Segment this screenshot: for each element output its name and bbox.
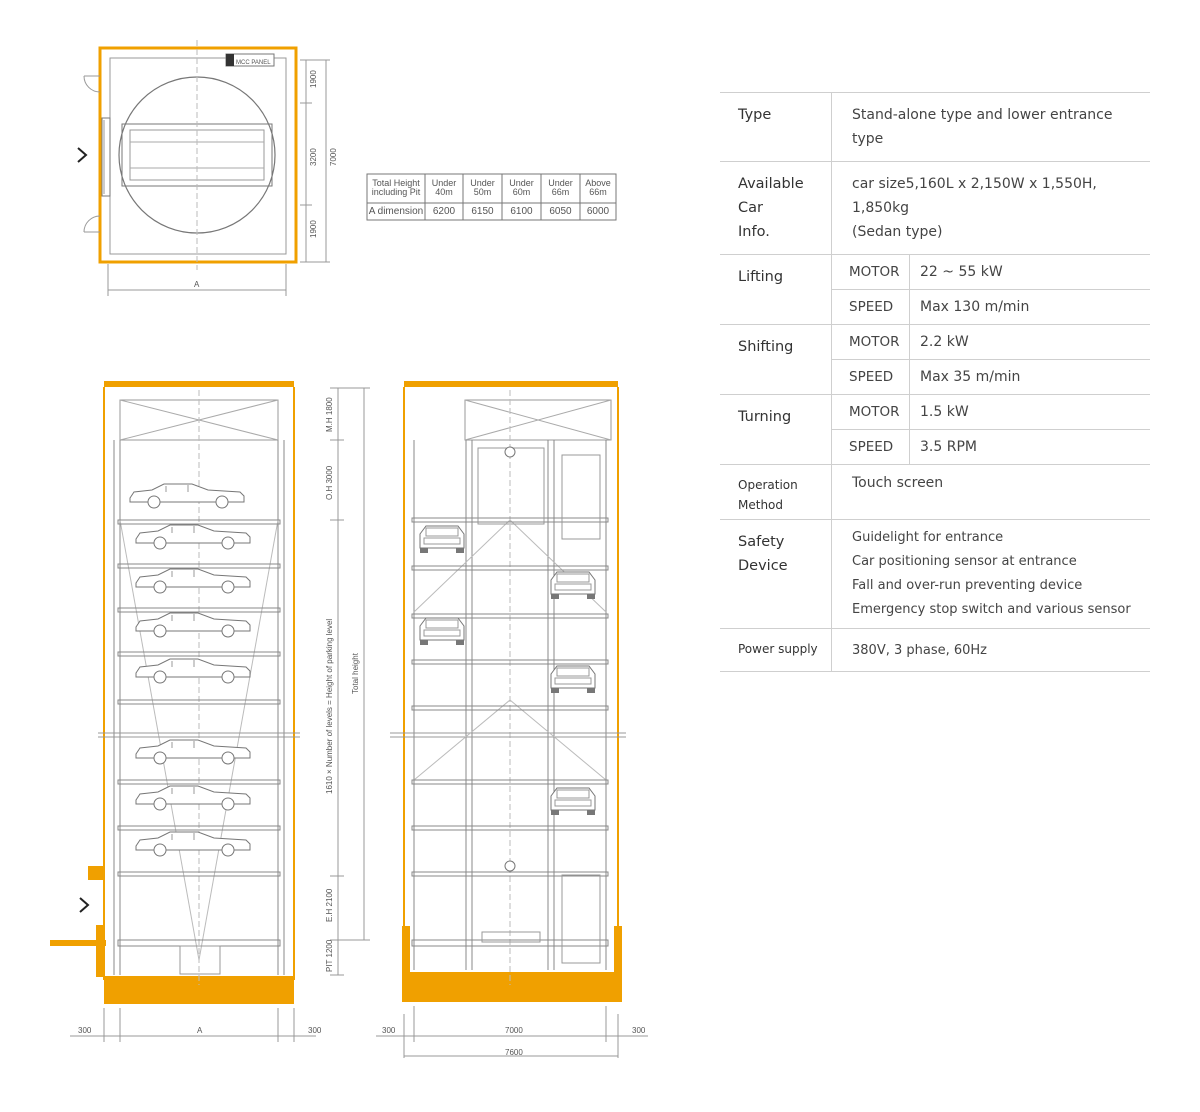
height-row-2: 6150: [471, 206, 494, 217]
mcc-panel-label: MCC PANEL: [236, 60, 271, 66]
spec-row-safety: Safety Device Guidelight for entrance Ca…: [720, 519, 1150, 629]
spec-row-operation: Operation Method Touch screen: [720, 464, 1150, 520]
spec-turning-motor-value: 1.5 kW: [909, 394, 1150, 430]
dim-side-right: 300: [632, 1026, 646, 1035]
spec-label-car: Available Car Info.: [738, 176, 804, 240]
spec-turning-speed-label: SPEED: [831, 429, 910, 465]
dim-oh: O.H 3000: [325, 465, 334, 500]
safety-item-1: Car positioning sensor at entrance: [852, 554, 1077, 569]
dim-7000-side: 7000: [329, 148, 338, 166]
technical-drawings: MCC PANEL 1900 3200 7000 1900 A: [50, 40, 648, 1058]
dim-front-a: A: [197, 1026, 203, 1035]
spec-label-type: Type: [738, 107, 772, 123]
dim-side-left: 300: [382, 1026, 396, 1035]
spec-row-shifting-speed: SPEED Max 35 m/min: [720, 359, 1150, 395]
height-row-4: 6050: [549, 206, 572, 217]
plan-wall: [98, 46, 298, 264]
spec-label-shifting: Shifting: [738, 339, 794, 355]
spec-label-safety: Safety Device: [738, 534, 788, 574]
dim-front-left: 300: [78, 1026, 92, 1035]
spec-row-turning-motor: Turning MOTOR 1.5 kW: [720, 394, 1150, 430]
dim-levels-formula: 1610 × Number of levels = Height of park…: [325, 619, 334, 794]
spec-lifting-motor-value: 22 ~ 55 kW: [909, 254, 1150, 290]
entrance-arrow-icon: [77, 147, 88, 163]
spec-value-operation: Touch screen: [831, 464, 1150, 520]
spec-turning-speed-value: 3.5 RPM: [909, 429, 1150, 465]
dim-3200: 3200: [309, 148, 318, 166]
spec-shifting-speed-label: SPEED: [831, 359, 910, 395]
spec-lifting-speed-value: Max 130 m/min: [909, 289, 1150, 325]
height-row-5: 6000: [586, 206, 610, 217]
spec-lifting-speed-label: SPEED: [831, 289, 910, 325]
height-header-1: Under 40m: [431, 178, 457, 197]
spec-label-lifting: Lifting: [738, 269, 784, 285]
plan-view: MCC PANEL 1900 3200 7000 1900 A: [77, 40, 338, 296]
spec-row-car: Available Car Info. car size5,160L x 2,1…: [720, 161, 1150, 255]
spec-value-car: car size5,160L x 2,150W x 1,550H, 1,850k…: [831, 161, 1150, 255]
height-row-0: A dimension: [368, 206, 424, 217]
spec-row-lifting-speed: SPEED Max 130 m/min: [720, 289, 1150, 325]
height-header-3: Under 60m: [509, 178, 534, 197]
dim-side-7600: 7600: [505, 1048, 523, 1057]
spec-value-safety: Guidelight for entrance Car positioning …: [831, 519, 1150, 629]
spec-shifting-motor-label: MOTOR: [831, 324, 910, 360]
dim-1900-bottom: 1900: [309, 220, 318, 238]
height-header-4: Under 66m: [548, 178, 573, 197]
height-row-1: 6200: [432, 206, 456, 217]
spec-shifting-motor-value: 2.2 kW: [909, 324, 1150, 360]
dim-front-right: 300: [308, 1026, 322, 1035]
spec-row-power: Power supply 380V, 3 phase, 60Hz: [720, 628, 1150, 672]
spec-label-turning: Turning: [738, 409, 792, 425]
spec-label-operation: Operation Method: [738, 478, 798, 512]
dim-a-plan: A: [194, 280, 200, 289]
spec-row-turning-speed: SPEED 3.5 RPM: [720, 429, 1150, 465]
dim-eh: E.H 2100: [325, 888, 334, 922]
turntable-circle: [118, 76, 276, 234]
spec-turning-motor-label: MOTOR: [831, 394, 910, 430]
spec-table: Type Stand-alone type and lower entrance…: [720, 92, 1150, 672]
spec-lifting-motor-label: MOTOR: [831, 254, 910, 290]
dim-1900-top: 1900: [309, 70, 318, 88]
front-elevation: M.H 1800 O.H 3000 1610 × Number of level…: [50, 381, 370, 1042]
dim-side-7000: 7000: [505, 1026, 523, 1035]
side-elevation: 300 7000 300 7600: [376, 381, 648, 1058]
spec-row-lifting-motor: Lifting MOTOR 22 ~ 55 kW: [720, 254, 1150, 290]
safety-item-0: Guidelight for entrance: [852, 530, 1004, 545]
front-entrance-arrow-icon: [79, 897, 90, 913]
spec-shifting-speed-value: Max 35 m/min: [909, 359, 1150, 395]
spec-row-type: Type Stand-alone type and lower entrance…: [720, 92, 1150, 162]
spec-value-type: Stand-alone type and lower entrance type: [831, 92, 1150, 162]
spec-label-power: Power supply: [738, 642, 818, 656]
spec-value-power: 380V, 3 phase, 60Hz: [831, 628, 1150, 672]
height-row-3: 6100: [510, 206, 533, 217]
spec-row-shifting-motor: Shifting MOTOR 2.2 kW: [720, 324, 1150, 360]
dim-mh: M.H 1800: [325, 397, 334, 432]
dim-pit: PIT 1200: [325, 939, 334, 972]
height-header-2: Under 50m: [470, 178, 495, 197]
safety-item-3: Emergency stop switch and various sensor: [852, 602, 1131, 617]
dim-total-height: Total height: [351, 652, 360, 694]
height-header-5: Above 66m: [585, 178, 611, 197]
safety-item-2: Fall and over-run preventing device: [852, 578, 1083, 593]
height-table: Total Height including Pit Under 40m Und…: [366, 173, 617, 221]
height-header-0: Total Height including Pit: [371, 178, 421, 197]
side-pit-base: [402, 972, 622, 1002]
